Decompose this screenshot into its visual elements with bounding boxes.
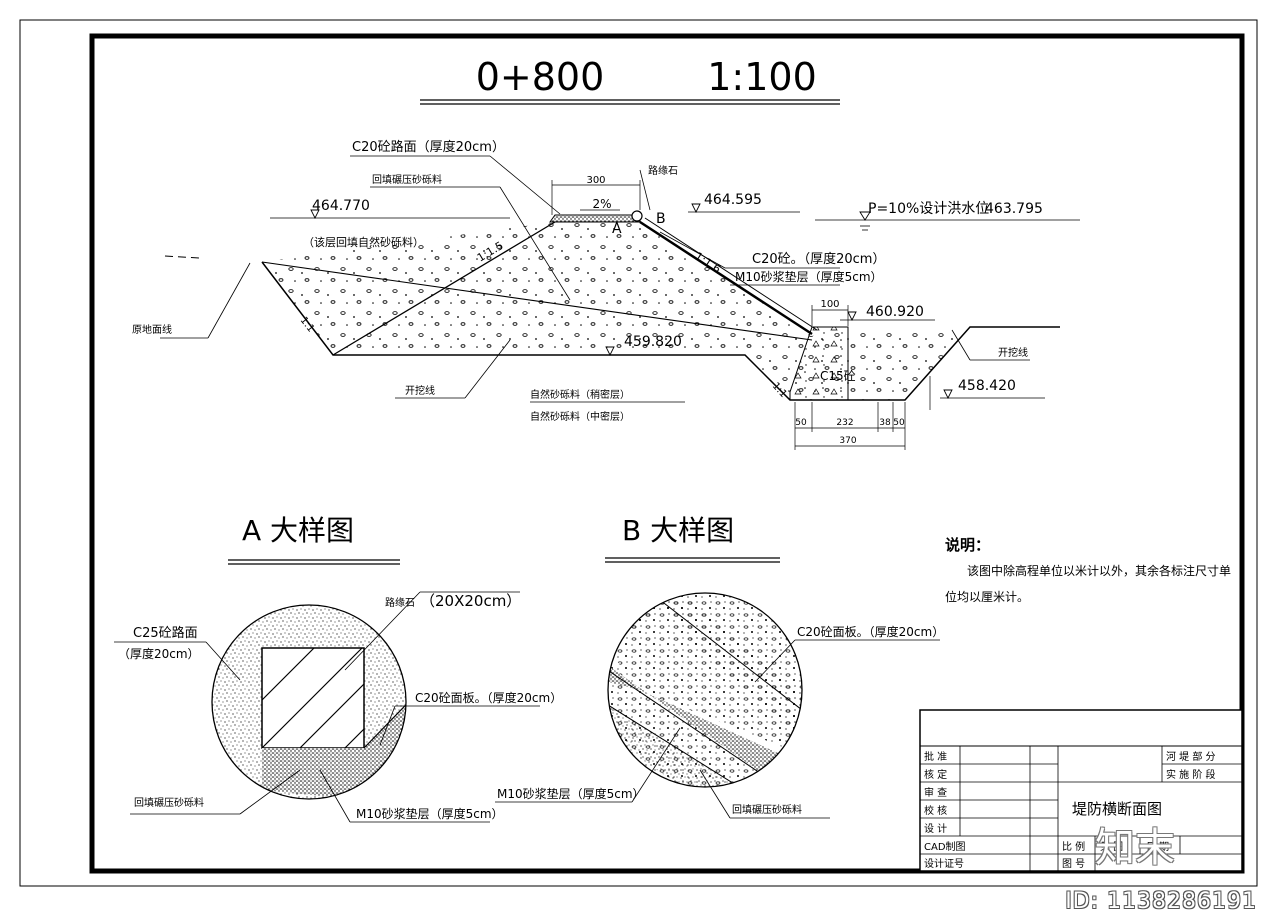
detail-b: B 大样图 C20砼面板。（厚度20cm） M10砂浆垫层（厚度5cm） 回填碾… (495, 514, 944, 819)
detail-b-title: B 大样图 (622, 514, 734, 547)
backfill-label: 回填碾压砂砾料 (372, 173, 442, 186)
crest-elevation: 464.595 (704, 192, 762, 208)
detail-a-slab-label: C20砼面板。（厚度20cm） (415, 690, 562, 705)
notes-body: 该图中除高程单位以米计以外，其余各标注尺寸单位均以厘米计。 (945, 564, 1232, 604)
detail-a-circle (211, 604, 407, 800)
left-slope-line (332, 221, 556, 356)
excavation-label-left: 开挖线 (405, 384, 435, 397)
scale-value: 见 图 (1100, 841, 1123, 853)
dim-370: 370 (839, 436, 856, 446)
detail-a-curb-label: 路缘石 (385, 596, 415, 609)
drawing-name: 堤防横断面图 (1072, 800, 1162, 818)
role-verify: 核 定 (924, 768, 947, 781)
original-ground-line (261, 261, 813, 341)
drawing-no-label: 图 号 (1062, 858, 1085, 870)
flood-label: P=10%设计洪水位 (868, 201, 989, 217)
section-label: 河 堤 部 分 (1166, 750, 1216, 763)
left-elevation: 464.770 (312, 198, 370, 214)
point-a: A (612, 221, 622, 237)
detail-b-slab-label: C20砼面板。（厚度20cm） (797, 624, 944, 639)
cross-section: 464.770 （该层回填自然砂砾料） C20砼路面（厚度20cm） 回填碾压砂… (132, 139, 1080, 450)
crest-slope: 2% (592, 197, 611, 211)
excavation-label-right: 开挖线 (998, 346, 1028, 359)
embankment-fill (262, 222, 970, 400)
crest-pavement-label: C20砼路面（厚度20cm） (352, 139, 505, 155)
scale-title: 1:100 (707, 55, 817, 99)
ground-dash (164, 255, 201, 259)
detail-b-circle (607, 592, 803, 788)
detail-a-title: A 大样图 (242, 514, 354, 547)
role-approve: 批 准 (924, 750, 947, 763)
left-fill-note: （该层回填自然砂砾料） (303, 235, 424, 249)
detail-a-pavement-label: C25砼路面 (133, 625, 198, 641)
crest-pavement (549, 214, 641, 223)
leader-backfill (499, 186, 571, 301)
detail-a-mortar-label: M10砂浆垫层（厚度5cm） (356, 806, 504, 821)
leader-cut (464, 339, 511, 399)
scale-label: 比 例 (1062, 840, 1085, 853)
detail-b-mortar-label: M10砂浆垫层（厚度5cm） (497, 786, 645, 801)
right-slope-slab (639, 220, 813, 336)
ground-line-label: 原地面线 (132, 323, 172, 336)
detail-a-curb-size: （20X20cm） (420, 592, 521, 610)
mortar-label: M10砂浆垫层（厚度5cm） (735, 269, 883, 284)
elev-mark-toe-bottom (943, 389, 953, 400)
right-slope-mortar (644, 217, 818, 331)
crest-width: 300 (586, 175, 605, 186)
curb-stone (631, 210, 643, 222)
dim-50b: 50 (893, 418, 905, 428)
role-license: 设计证号 (924, 857, 964, 870)
stage-label: 实 施 阶 段 (1166, 768, 1216, 781)
inner-frame (89, 33, 1245, 874)
toe-top-elevation: 460.920 (866, 304, 924, 320)
role-cad: CAD制图 (924, 840, 966, 853)
toe-top-width: 100 (820, 299, 839, 310)
detail-b-backfill-label: 回填碾压砂砾料 (732, 803, 802, 816)
leader-cut-right (951, 329, 971, 361)
notes: 说明： 该图中除高程单位以米计以外，其余各标注尺寸单位均以厘米计。 (945, 532, 1240, 610)
leader-slab (659, 231, 726, 269)
leader-pavement (489, 155, 561, 215)
medium-label: 自然砂砾料（中密层） (530, 410, 630, 423)
notes-title: 说明： (945, 536, 991, 554)
elev-mark-toe-top (847, 311, 857, 322)
date-label: 日 期 (1146, 841, 1169, 853)
toe-concrete (789, 326, 849, 401)
toe-bottom-elevation: 458.420 (958, 378, 1016, 394)
role-design: 设 计 (924, 822, 947, 835)
dim-50: 50 (795, 418, 807, 428)
station-title: 0+800 (476, 55, 605, 99)
flood-mark (859, 211, 871, 221)
dense-label: 自然砂砾料（稍密层） (530, 388, 630, 401)
role-check: 校 核 (924, 804, 947, 817)
flood-elevation: 463.795 (985, 201, 1043, 217)
dim-38: 38 (879, 418, 891, 428)
title-block: 批 准 核 定 审 查 校 核 设 计 CAD制图 设计证号 河 堤 部 分 实… (919, 709, 1243, 872)
detail-a-backfill-label: 回填碾压砂砾料 (134, 796, 204, 809)
outer-frame (19, 19, 1258, 887)
leader-curb (639, 169, 651, 211)
inner-elevation: 459.820 (624, 334, 682, 350)
point-b: B (656, 211, 666, 227)
watermark-brand: 知末 (1095, 825, 1175, 871)
toe-concrete-label: C15砼 (820, 369, 856, 383)
detail-a-pavement-thickness: （厚度20cm） (118, 646, 200, 661)
watermark-id: ID: 1138286191 (1065, 889, 1257, 914)
detail-a: A 大样图 路缘石 （20X20cm） C25砼路面 （厚度20cm） C20砼… (114, 514, 562, 823)
role-review: 审 查 (924, 786, 947, 799)
elev-mark-left (310, 209, 320, 220)
slope-slab-label: C20砼。（厚度20cm） (752, 251, 885, 267)
elev-mark-crest (691, 203, 701, 214)
curb-label: 路缘石 (648, 164, 678, 177)
dim-232: 232 (836, 418, 853, 428)
leader-ground (207, 262, 251, 339)
elev-mark-inner (605, 346, 615, 357)
